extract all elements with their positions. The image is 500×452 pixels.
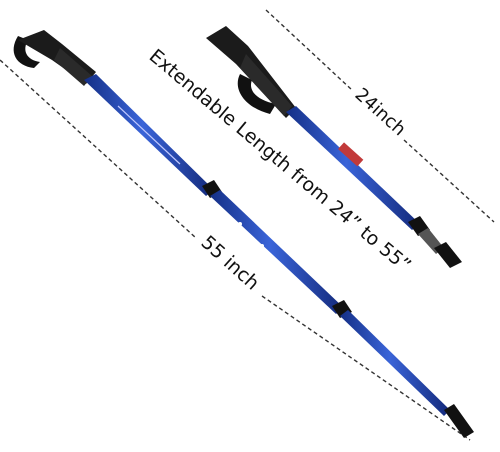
trekking-pole-long (13, 30, 474, 438)
long-pole-length-label: 55 inch (197, 231, 264, 294)
trekking-pole-short (206, 26, 462, 268)
measure-line-24 (265, 9, 495, 223)
measure-line-55 (0, 59, 471, 441)
short-pole-length-label: 24inch (351, 84, 410, 140)
extendable-length-label: Extendable Length from 24” to 55” (145, 45, 415, 277)
